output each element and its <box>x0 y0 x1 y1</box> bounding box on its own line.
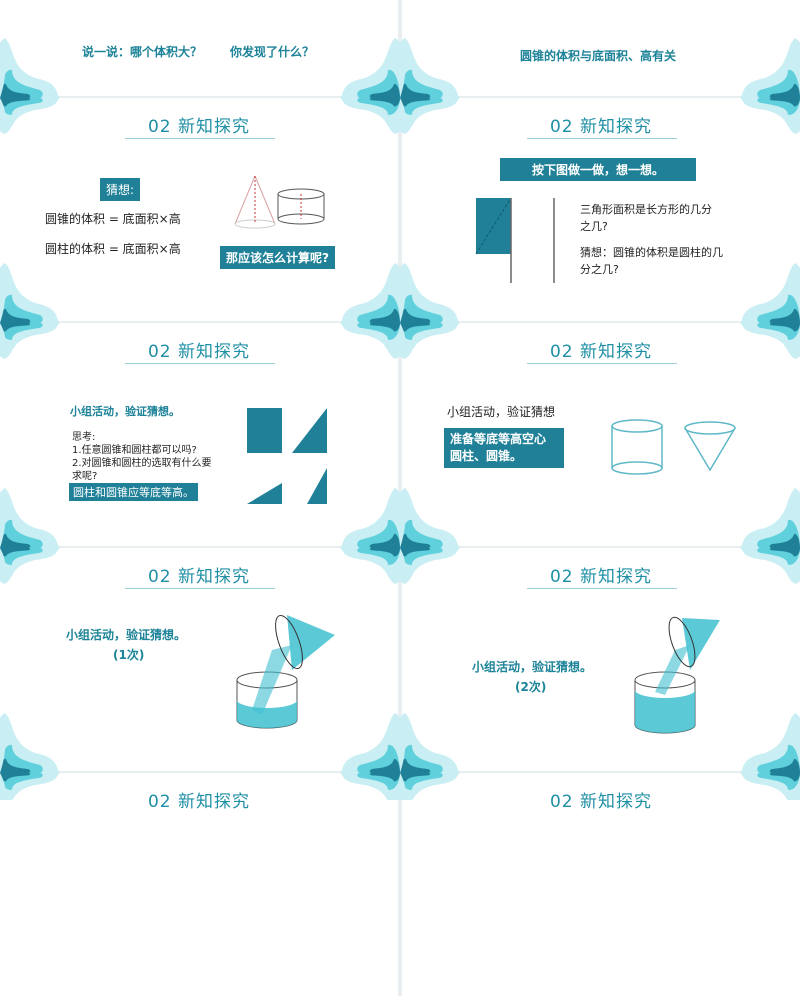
slide-compare-volumes[interactable]: 说一说：哪个体积大？ 你发现了什么？ <box>0 0 398 96</box>
cone-shapes-illustration <box>60 0 330 3</box>
slide-pour-test-2[interactable]: 02 新知探究 小组活动，验证猜想。 (2次) <box>402 548 800 771</box>
think-point-1: 1.任意圆锥和圆柱都可以吗? <box>72 445 197 456</box>
title-underline <box>125 363 275 364</box>
materials-line-1: 准备等底等高空心 <box>450 432 547 446</box>
attempt-count: (2次) <box>515 680 547 694</box>
section-title: 02 新知探究 <box>147 342 251 362</box>
guess-label: 猜想: <box>100 178 141 201</box>
rotating-shapes-illustration <box>475 197 555 283</box>
cylinder-formula: 圆柱的体积 = 底面积×高 <box>45 242 181 256</box>
question-1-line-2: 之几? <box>580 220 608 233</box>
cone-shapes-illustration <box>462 0 732 3</box>
activity-heading: 小组活动，验证猜想 <box>447 405 556 419</box>
question-1-line-1: 三角形面积是长方形的几分 <box>580 203 712 216</box>
conclusion-text: 圆锥的体积与底面积、高有关 <box>520 49 677 63</box>
slide-next-right[interactable]: 02 新知探究 <box>402 773 800 996</box>
think-label: 思考: <box>72 432 96 443</box>
slide-next-left[interactable]: 02 新知探究 <box>0 773 398 996</box>
title-underline <box>527 363 677 364</box>
materials-line-2: 圆柱、圆锥。 <box>450 449 523 463</box>
section-title: 02 新知探究 <box>147 567 251 587</box>
pouring-cone-illustration <box>634 616 720 734</box>
slide-pour-test-1[interactable]: 02 新知探究 小组活动，验证猜想。 (1次) <box>0 548 398 771</box>
shapes-illustration <box>247 408 327 504</box>
slide-guess[interactable]: 02 新知探究 猜想: 圆锥的体积 = 底面积×高 圆柱的体积 = 底面积×高 … <box>0 98 398 321</box>
question-2-line-1: 猜想：圆锥的体积是圆柱的几 <box>580 246 723 259</box>
materials-banner: 准备等底等高空心 圆柱、圆锥。 <box>444 428 564 468</box>
title-underline <box>125 588 275 589</box>
pouring-cone-illustration <box>236 614 335 729</box>
title-underline <box>527 588 677 589</box>
activity-heading: 小组活动，验证猜想。 <box>66 628 187 642</box>
cone-cylinder-illustration <box>234 175 325 229</box>
section-title: 02 新知探究 <box>549 342 653 362</box>
think-point-2-line-2: 求呢? <box>72 471 98 482</box>
question-2-line-2: 分之几? <box>580 263 619 276</box>
cone-formula: 圆锥的体积 = 底面积×高 <box>45 212 181 226</box>
title-underline <box>125 138 275 139</box>
instruction-banner: 按下图做一做，想一想。 <box>500 158 696 181</box>
slide-group-activity-think[interactable]: 02 新知探究 小组活动，验证猜想。 思考: 1.任意圆锥和圆柱都可以吗? 2.… <box>0 323 398 546</box>
question-banner: 那应该怎么计算呢? <box>220 246 335 269</box>
prompt-text-2: 你发现了什么？ <box>230 45 315 59</box>
title-underline <box>527 138 677 139</box>
section-title: 02 新知探究 <box>549 567 653 587</box>
slide-prepare-materials[interactable]: 02 新知探究 小组活动，验证猜想 准备等底等高空心 圆柱、圆锥。 <box>402 323 800 546</box>
section-title: 02 新知探究 <box>549 117 653 137</box>
think-point-2-line-1: 2.对圆锥和圆柱的选取有什么要 <box>72 458 212 469</box>
slide-volume-factors[interactable]: 圆锥的体积与底面积、高有关 <box>402 0 800 96</box>
activity-heading: 小组活动，验证猜想。 <box>70 405 180 418</box>
activity-heading: 小组活动，验证猜想。 <box>472 660 593 674</box>
answer-banner: 圆柱和圆锥应等底等高。 <box>69 483 198 501</box>
cylinder-cone-illustration <box>611 419 736 475</box>
attempt-count: (1次) <box>113 648 145 662</box>
section-title: 02 新知探究 <box>147 117 251 137</box>
slide-triangle-rectangle[interactable]: 02 新知探究 按下图做一做，想一想。 三角形面积是长方形的几分 之几? 猜想：… <box>402 98 800 321</box>
prompt-text: 说一说：哪个体积大？ <box>82 45 203 59</box>
